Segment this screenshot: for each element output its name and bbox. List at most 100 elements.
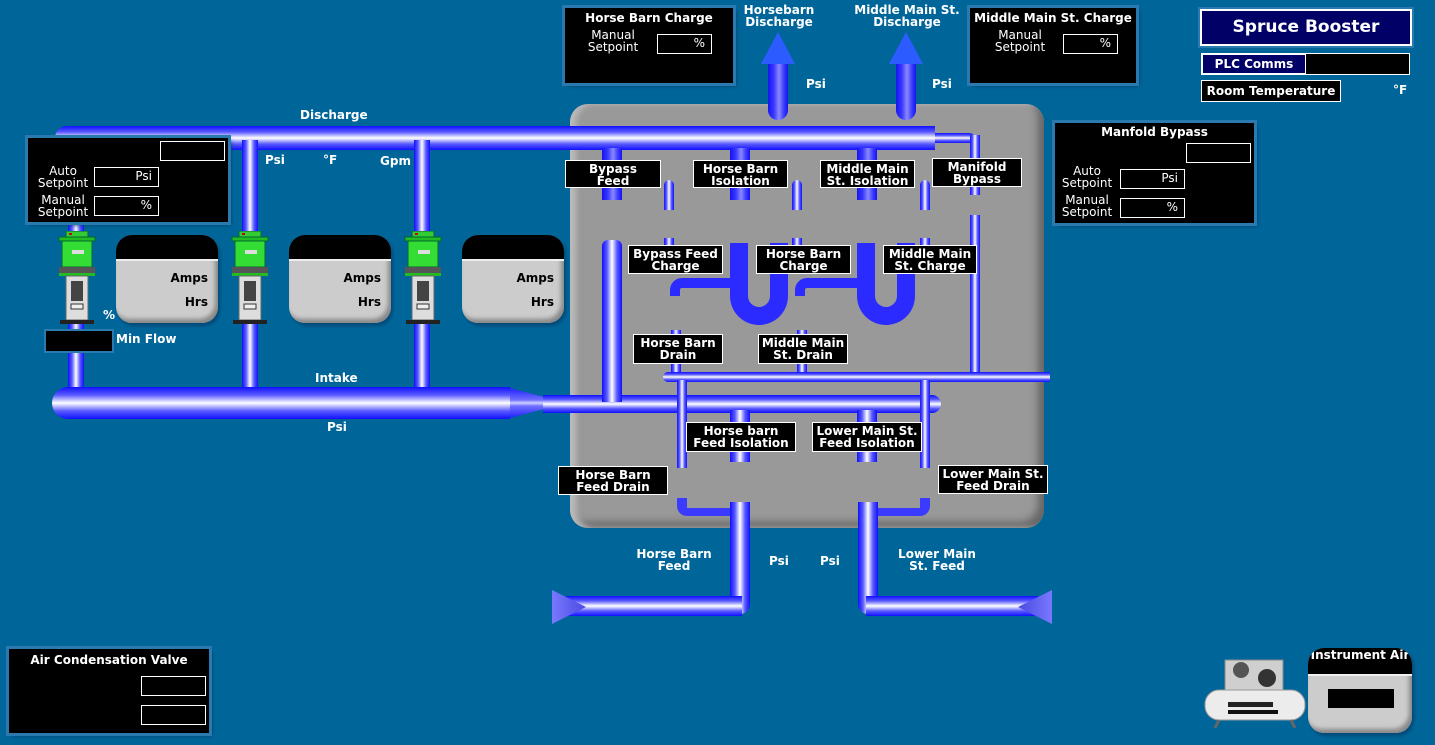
auto-setpoint-field[interactable]: Psi [1120,169,1185,189]
intake-label: Intake [315,371,358,385]
discharge-label: Discharge [300,108,368,122]
pump-status-header [462,235,564,261]
manual-setpoint-label: Manual Setpoint [587,28,639,54]
intake-psi-label: Psi [327,420,347,434]
valve-lower-main-feed-isolation[interactable]: Lower Main St. Feed Isolation [812,422,922,452]
intake-reducer [510,388,544,418]
horse-barn-feed-label: Horse Barn Feed [636,547,712,573]
valve-bypass-feed-charge[interactable]: Bypass Feed Charge [628,245,723,274]
auto-setpoint-label: Auto Setpoint [37,164,89,190]
manual-setpoint-label: Manual Setpoint [1061,193,1113,219]
plc-comms-status [1305,53,1410,75]
hrs-label: Hrs [357,295,381,309]
bypass-feed-charge-stub [664,238,674,250]
auto-setpoint-field[interactable]: Psi [94,167,159,187]
manifold-bypass-status-field [1186,143,1251,163]
horsebarn-discharge-arrow-icon [761,32,795,64]
bypass-feed-bend [664,180,674,210]
intake-manifold-pipe [543,395,941,413]
discharge-temp-label: °F [323,153,338,167]
air-condensation-panel: Air Condensation Valve [9,649,209,733]
air-condensation-field-2 [141,705,206,725]
panel-title: Manfold Bypass [1101,125,1208,139]
valve-horse-barn-feed-drain[interactable]: Horse Barn Feed Drain [558,466,668,495]
horsebarn-discharge-psi: Psi [806,77,826,91]
instrument-air-value [1328,689,1394,708]
manual-setpoint-field[interactable]: % [94,196,159,216]
middle-main-discharge-label: Middle Main St. Discharge [854,3,960,29]
drain-header-pipe [663,372,1050,382]
page-title: Spruce Booster [1200,9,1412,46]
valve-manifold-bypass[interactable]: Manifold Bypass [932,158,1022,187]
horsebarn-discharge-pipe [768,62,788,120]
horse-barn-charge-stub [792,238,802,250]
valve-horse-barn-charge[interactable]: Horse Barn Charge [756,245,851,274]
pump-icon[interactable] [402,230,444,327]
min-flow-unit: % [103,308,116,322]
pump-status-header [116,235,218,261]
air-condensation-field-1 [141,676,206,696]
room-temperature-unit: °F [1393,83,1408,97]
valve-horse-barn-drain[interactable]: Horse Barn Drain [633,334,723,364]
discharge-psi-label: Psi [265,153,285,167]
valve-horse-barn-isolation[interactable]: Horse Barn Isolation [693,160,788,188]
middle-main-iso-bend [920,180,930,210]
pump-icon[interactable] [229,230,271,327]
lower-main-feed-pipe-horizontal [866,596,1038,616]
manual-setpoint-field[interactable]: % [657,34,712,54]
valve-middle-main-charge[interactable]: Middle Main St. Charge [883,245,977,274]
horsebarn-discharge-label: Horsebarn Discharge [743,3,815,29]
amps-label: Amps [343,271,381,285]
panel-title: Middle Main St. Charge [974,11,1132,25]
middle-main-discharge-psi: Psi [932,77,952,91]
air-compressor-icon [1203,656,1307,730]
min-flow-value [46,331,112,351]
middle-main-charge-stub [920,238,930,250]
plc-comms-label: PLC Comms [1201,53,1307,75]
valve-lower-main-feed-drain[interactable]: Lower Main St. Feed Drain [938,465,1048,494]
manifold-bypass-lower-pipe [970,215,980,380]
manual-setpoint-label: Manual Setpoint [37,193,89,219]
middle-main-charge-panel: Middle Main St. Charge Manual Setpoint % [970,8,1136,83]
lower-main-feed-psi: Psi [820,554,840,568]
horse-barn-feed-pipe-vertical [730,502,750,614]
horse-barn-charge-panel: Horse Barn Charge Manual Setpoint % [565,8,733,83]
panel-title: Horse Barn Charge [585,11,713,25]
manual-setpoint-field[interactable]: % [1120,198,1185,218]
middle-main-trap-link [795,278,859,296]
panel-title: Air Condensation Valve [30,653,188,667]
manual-setpoint-label: Manual Setpoint [994,28,1046,54]
discharge-gpm-label: Gpm [380,154,411,168]
discharge-status-field [160,141,225,161]
horse-barn-feed-drain-bend [677,498,737,516]
valve-middle-main-isolation[interactable]: Middle Main St. Isolation [820,160,915,188]
manual-setpoint-field[interactable]: % [1063,34,1118,54]
horse-barn-feed-pipe-horizontal [566,596,742,616]
pump-icon[interactable] [56,230,98,327]
valve-middle-main-drain[interactable]: Middle Main St. Drain [758,334,848,364]
lower-main-feed-label: Lower Main St. Feed [898,547,976,573]
valve-horse-barn-feed-isolation[interactable]: Horse barn Feed Isolation [686,422,796,452]
amps-label: Amps [516,271,554,285]
lower-main-feed-pipe-vertical [858,502,878,614]
drain-left-riser [677,380,687,468]
amps-label: Amps [170,271,208,285]
horse-barn-iso-bend [792,180,802,210]
discharge-control-panel: Auto Setpoint Psi Manual Setpoint % [28,138,228,222]
instrument-air-card: Instrument Air [1308,648,1412,733]
drain-right-riser [920,380,930,468]
room-temperature-label: Room Temperature [1201,80,1341,102]
valve-bypass-feed[interactable]: Bypass Feed [565,160,661,188]
middle-main-discharge-arrow-icon [889,32,923,64]
lower-main-feed-drain-bend [870,498,930,516]
pump-status-header [289,235,391,261]
manifold-bypass-panel: Manfold Bypass Auto Setpoint Psi Manual … [1055,123,1254,223]
instrument-air-label: Instrument Air [1310,648,1410,662]
hrs-label: Hrs [530,295,554,309]
auto-setpoint-label: Auto Setpoint [1061,164,1113,190]
horse-barn-feed-psi: Psi [769,554,789,568]
middle-main-discharge-pipe [896,62,916,120]
